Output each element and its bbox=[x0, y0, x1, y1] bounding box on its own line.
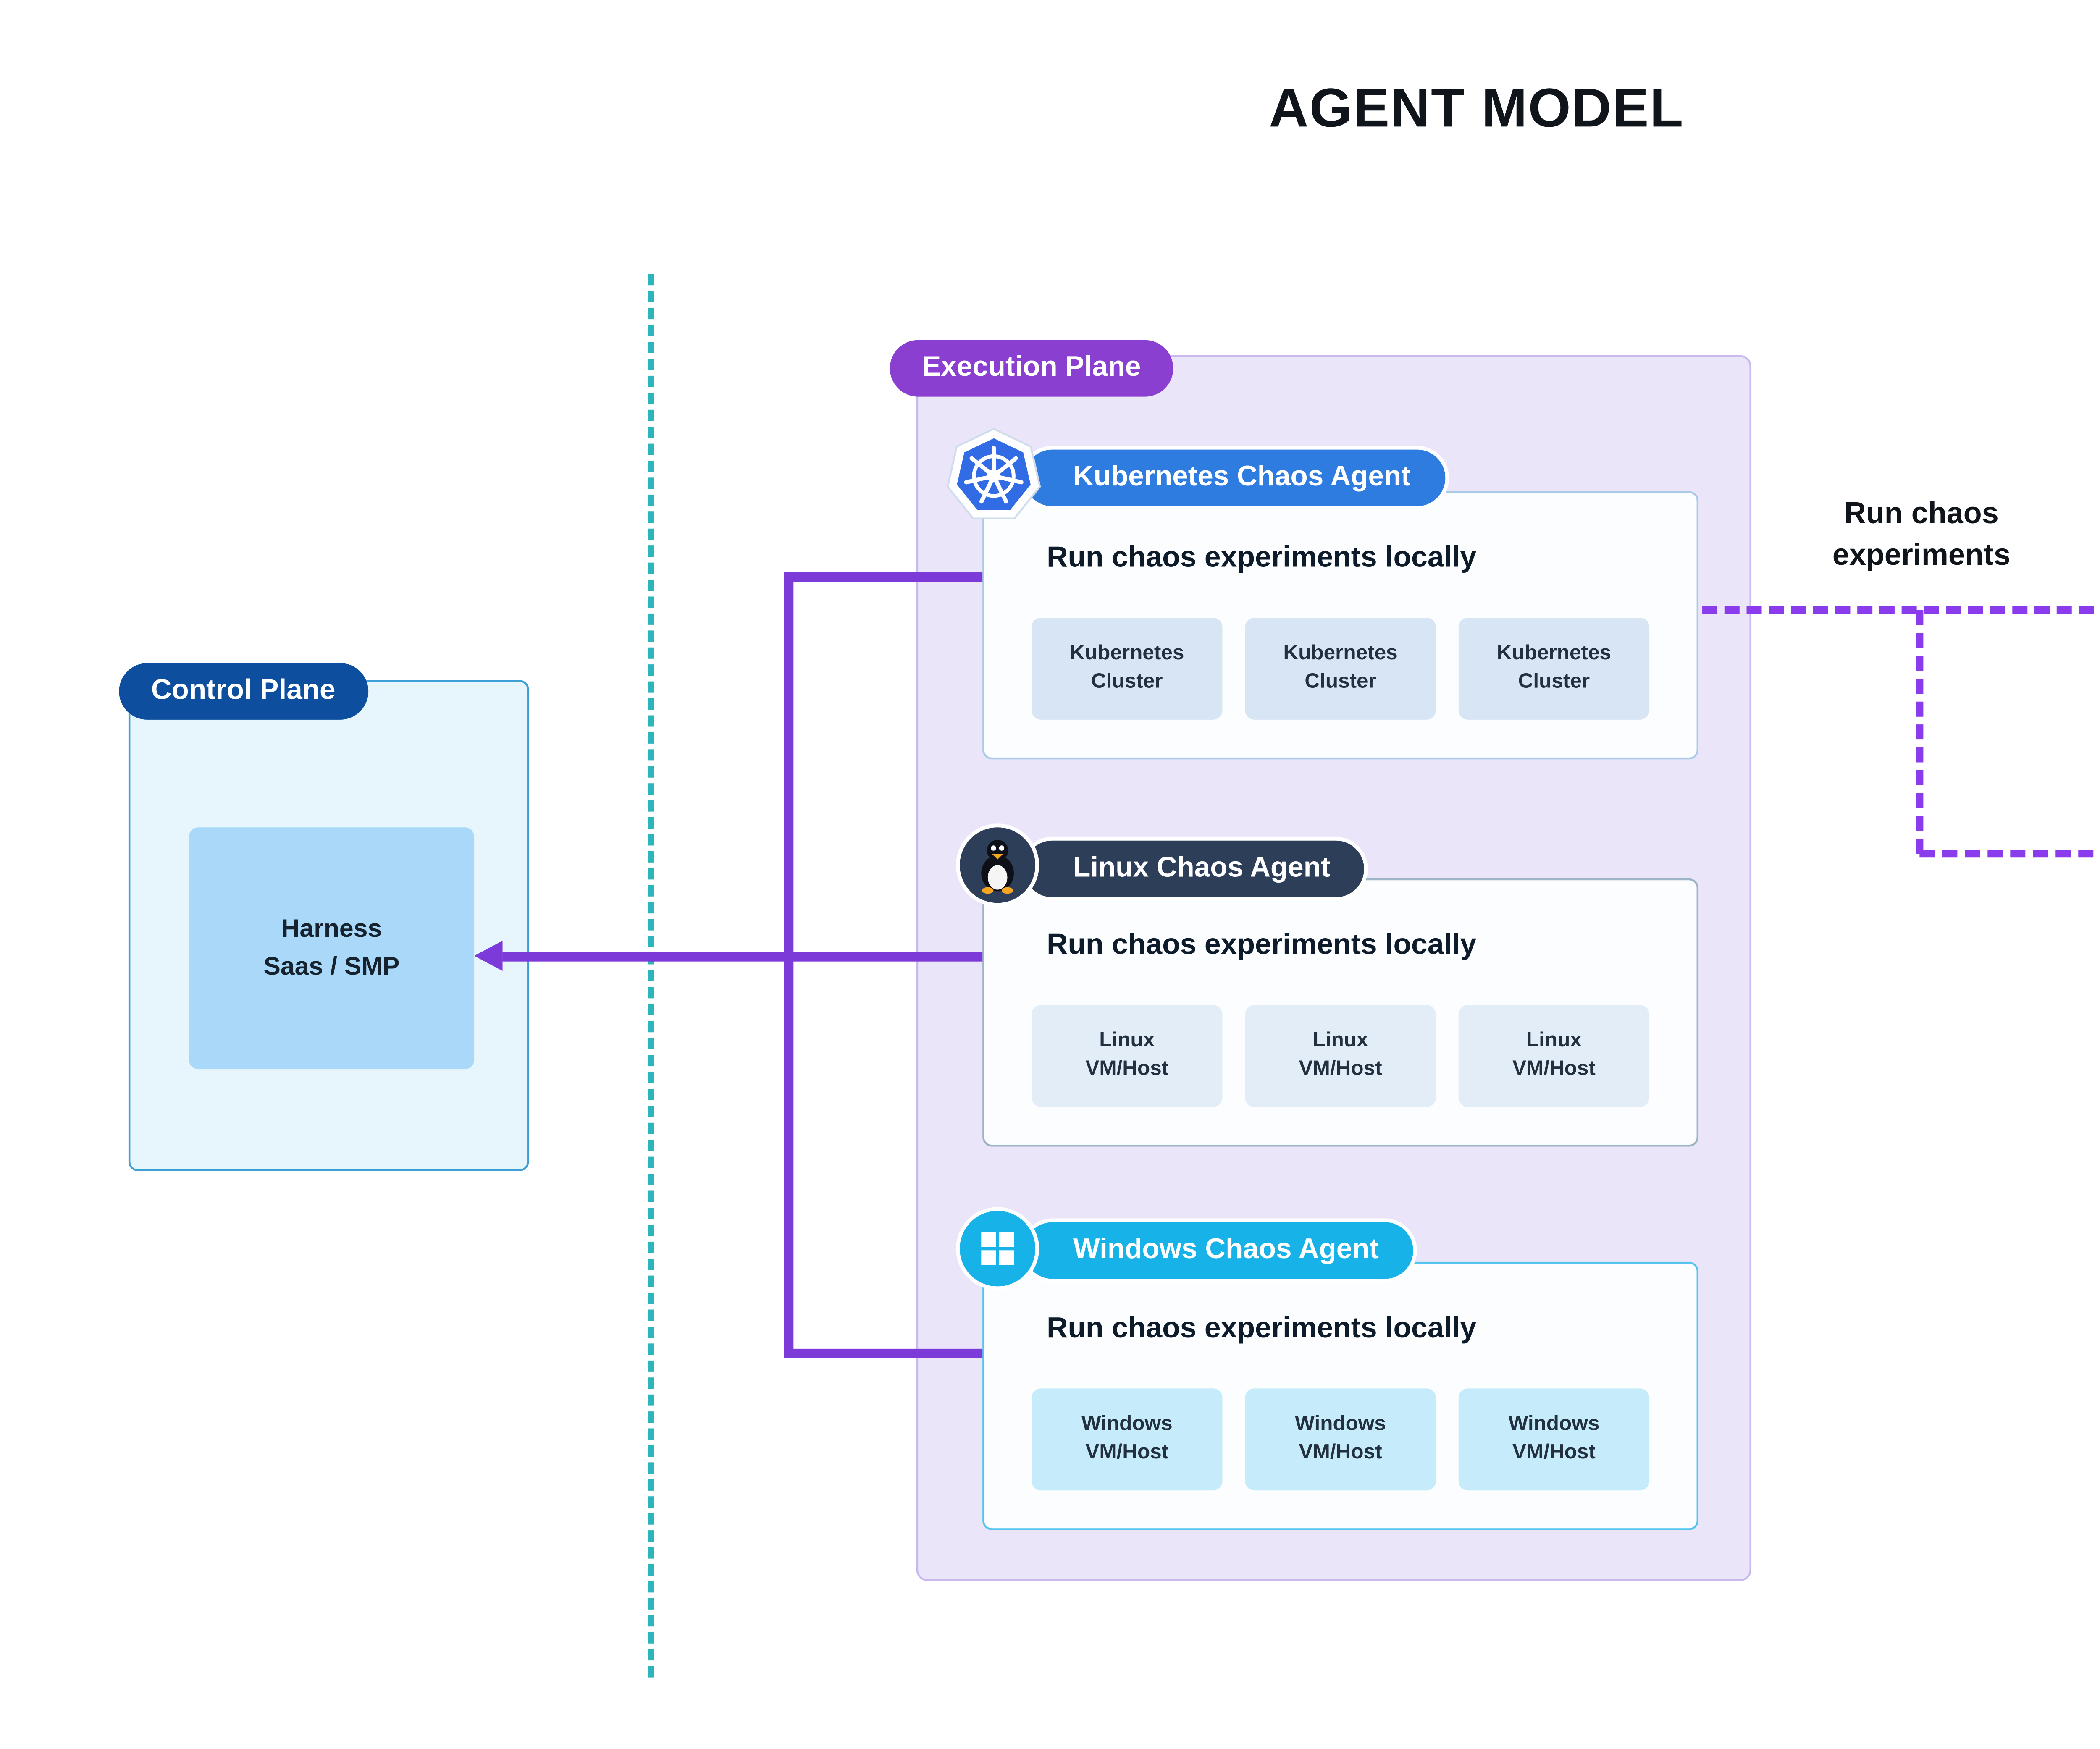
kubernetes-cluster-node: Kubernetes Cluster bbox=[1245, 617, 1436, 720]
kubernetes-agent-heading: Run chaos experiments locally bbox=[1047, 542, 1477, 574]
linux-agent-box: Run chaos experiments locally Linux VM/H… bbox=[982, 878, 1699, 1147]
linux-vm-host-node: Linux VM/Host bbox=[1458, 1005, 1650, 1107]
windows-agent-heading: Run chaos experiments locally bbox=[1047, 1313, 1477, 1345]
windows-node-row: Windows VM/Host Windows VM/Host Windows … bbox=[1032, 1388, 1650, 1491]
run-chaos-experiments-label: Run chaos experiments bbox=[1832, 498, 2011, 572]
dashed-branch-line bbox=[1916, 610, 1924, 854]
page-title: AGENT MODEL bbox=[1269, 79, 1684, 140]
control-plane-label: Control Plane bbox=[119, 663, 368, 720]
arrowhead-to-harness bbox=[474, 941, 503, 971]
kubernetes-cluster-node: Kubernetes Cluster bbox=[1032, 617, 1223, 720]
kubernetes-agent-box: Run chaos experiments locally Kubernetes… bbox=[982, 491, 1699, 760]
plane-divider-line bbox=[648, 274, 654, 1678]
kubernetes-icon bbox=[945, 427, 1043, 525]
windows-agent-box: Run chaos experiments locally Windows VM… bbox=[982, 1261, 1699, 1530]
windows-logo-icon bbox=[956, 1207, 1040, 1290]
linux-vm-host-node: Linux VM/Host bbox=[1245, 1005, 1436, 1107]
execution-plane-label: Execution Plane bbox=[890, 340, 1173, 397]
linux-agent-heading: Run chaos experiments locally bbox=[1047, 929, 1477, 962]
connector-kubernetes-line bbox=[784, 572, 987, 582]
linux-node-row: Linux VM/Host Linux VM/Host Linux VM/Hos… bbox=[1032, 1005, 1650, 1107]
linux-tux-icon bbox=[956, 823, 1040, 907]
connector-windows-line bbox=[784, 1348, 987, 1358]
connector-harness-line bbox=[502, 952, 987, 962]
harness-saas-smp-box: Harness Saas / SMP bbox=[189, 827, 475, 1070]
windows-vm-host-node: Windows VM/Host bbox=[1032, 1388, 1223, 1491]
control-plane-panel: Harness Saas / SMP bbox=[128, 680, 529, 1172]
dashed-arrow-to-cloud bbox=[1919, 850, 2100, 858]
linux-vm-host-node: Linux VM/Host bbox=[1032, 1005, 1223, 1107]
kubernetes-node-row: Kubernetes Cluster Kubernetes Cluster Ku… bbox=[1032, 617, 1650, 720]
linux-chaos-agent-label: Linux Chaos Agent bbox=[1020, 836, 1368, 901]
windows-vm-host-node: Windows VM/Host bbox=[1458, 1388, 1650, 1491]
kubernetes-cluster-node: Kubernetes Cluster bbox=[1458, 617, 1650, 720]
kubernetes-chaos-agent-label: Kubernetes Chaos Agent bbox=[1020, 446, 1449, 510]
windows-chaos-agent-label: Windows Chaos Agent bbox=[1020, 1218, 1417, 1283]
connector-vertical-line bbox=[784, 572, 794, 1358]
dashed-arrow-to-vmware bbox=[1702, 606, 2100, 614]
windows-vm-host-node: Windows VM/Host bbox=[1245, 1388, 1436, 1491]
